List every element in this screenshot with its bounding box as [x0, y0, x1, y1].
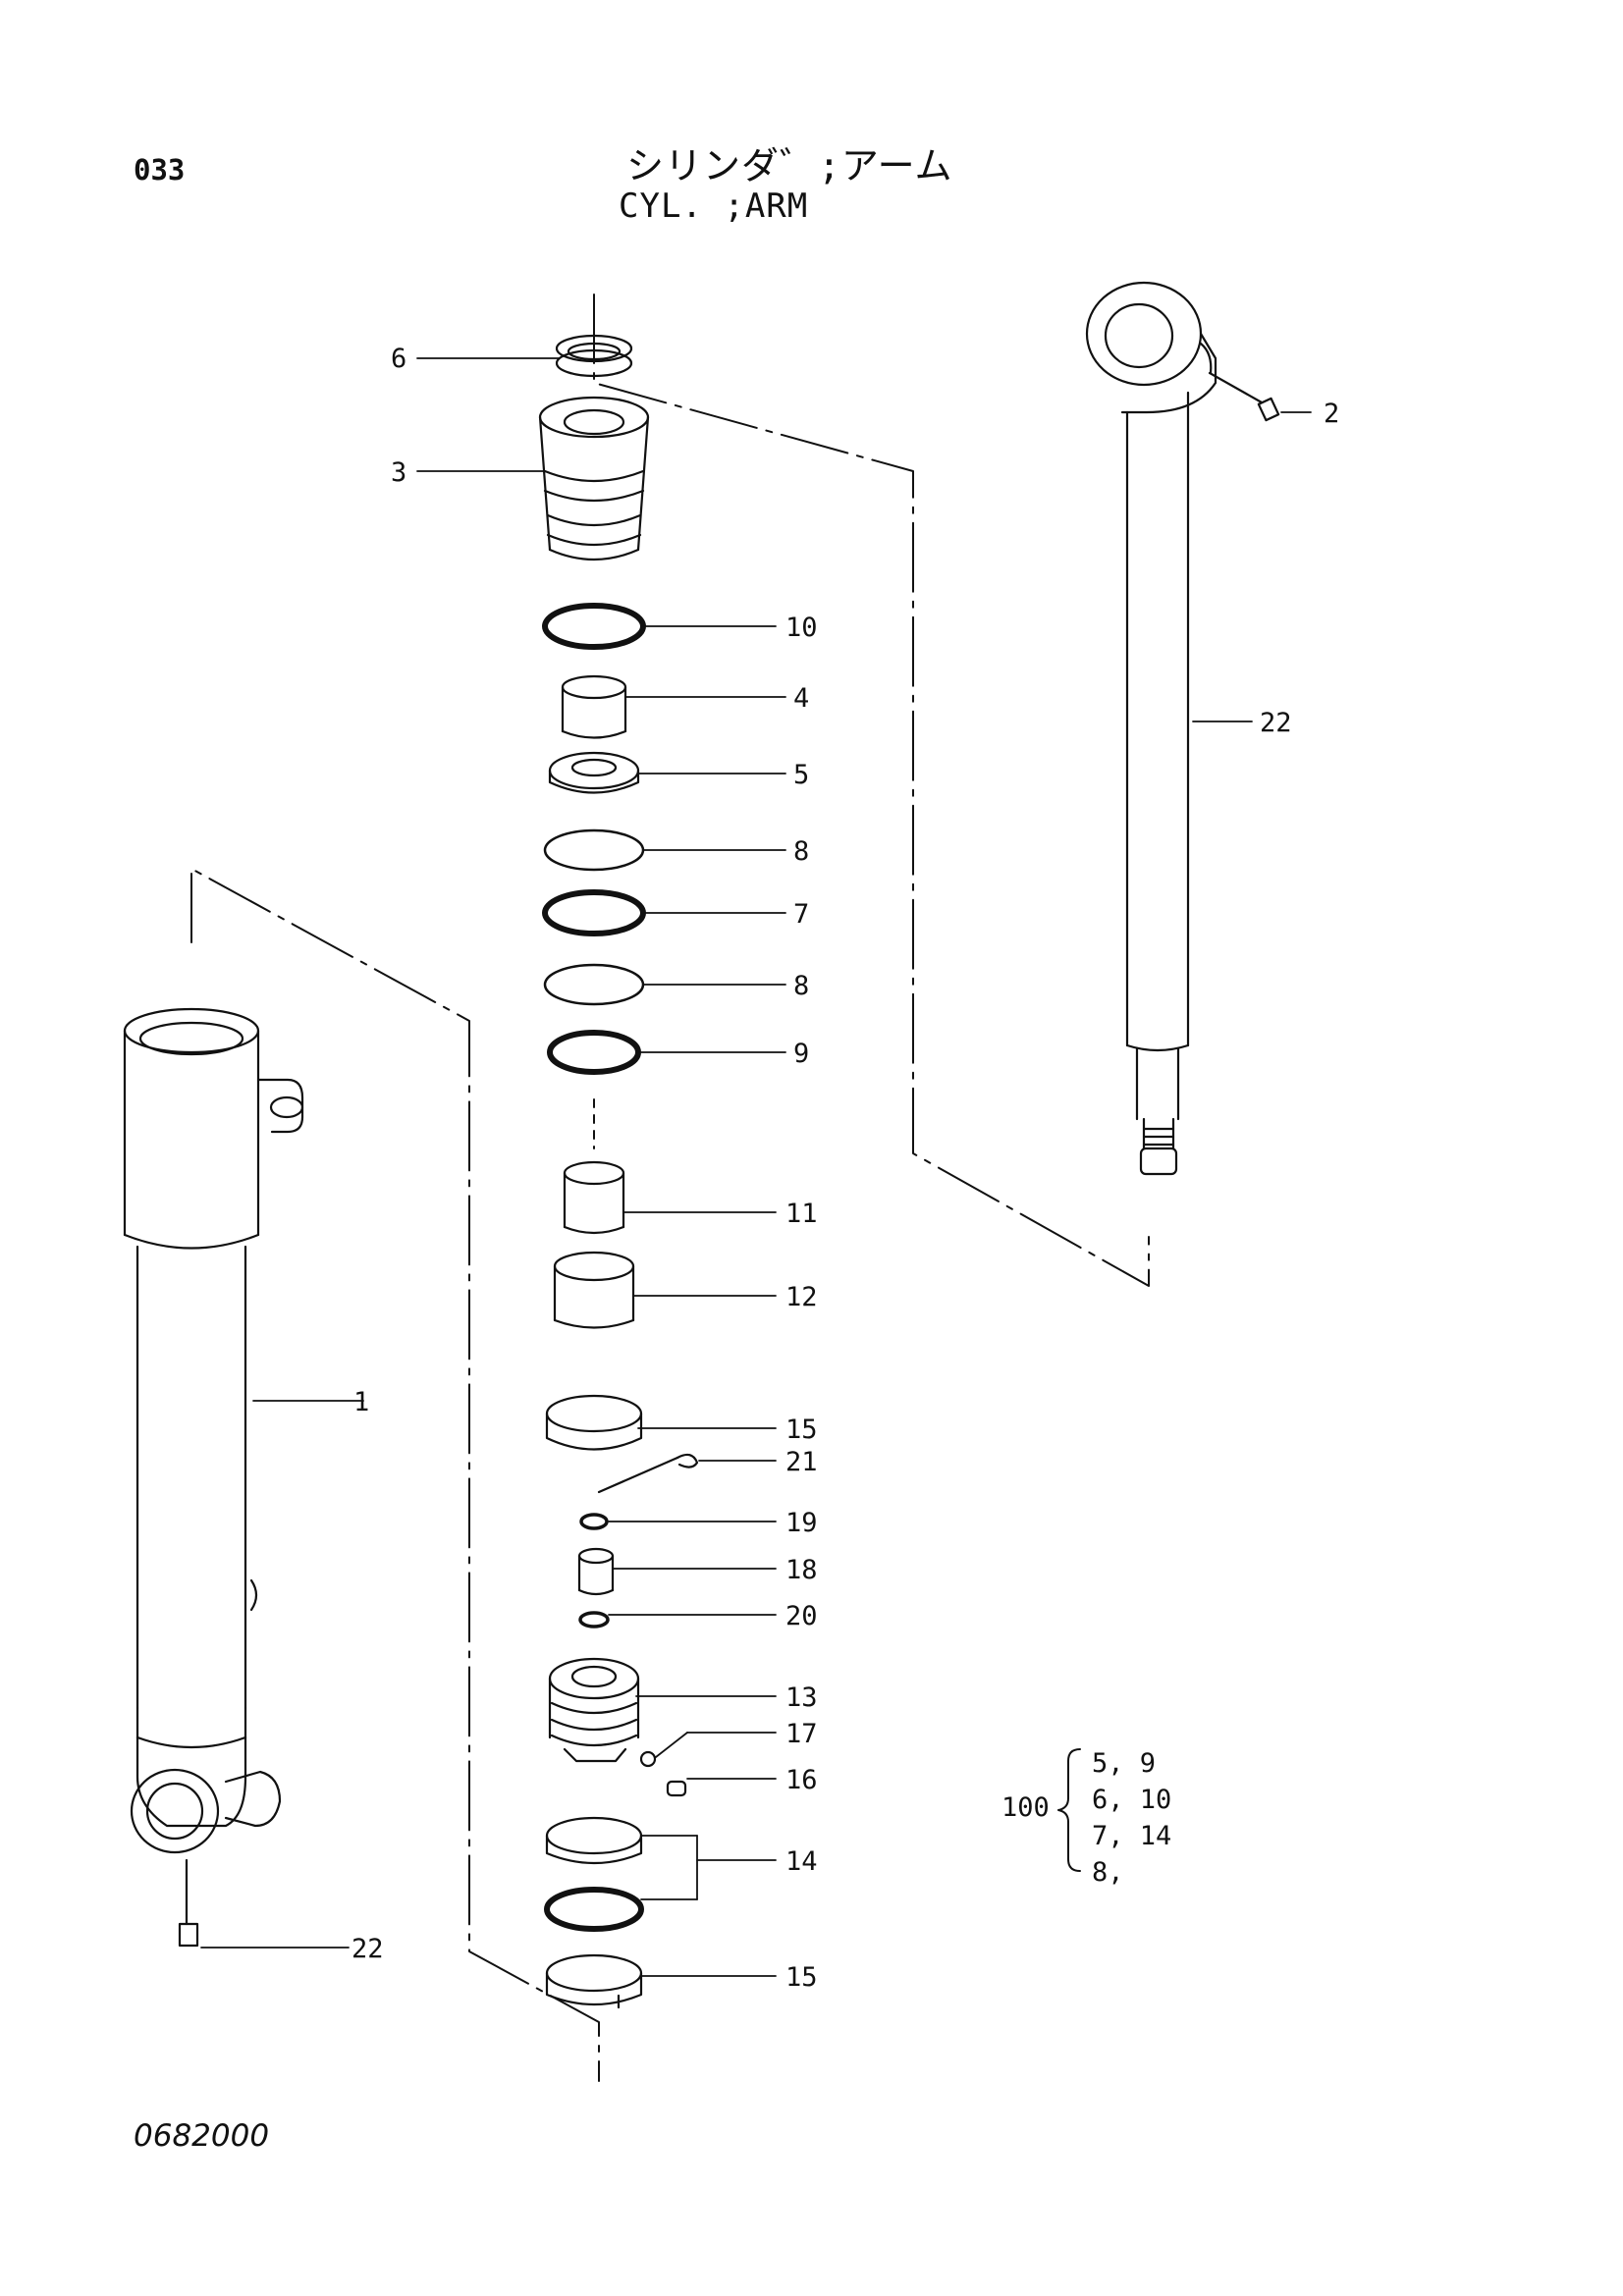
part-label: 17: [785, 1719, 818, 1749]
part-label: 16: [785, 1765, 818, 1795]
page-number: 033: [134, 153, 186, 187]
part-label: 11: [785, 1199, 818, 1229]
seal-kit-row: 8,: [1092, 1857, 1124, 1888]
seal-kit-row: 7, 14: [1092, 1821, 1172, 1851]
part-label: 15: [785, 1415, 818, 1445]
cylinder-tube-drawing: [123, 1007, 364, 1949]
part-label: 19: [785, 1508, 818, 1538]
tube-bracket-line: [190, 868, 600, 2082]
seal-kit-row: 5, 9: [1092, 1748, 1157, 1779]
seal-stack-drawing: [538, 334, 699, 2009]
part-label: 18: [785, 1555, 818, 1585]
piston-rod-drawing: [1085, 281, 1312, 1176]
part-label: 10: [785, 613, 818, 643]
part-label: 13: [785, 1682, 818, 1713]
diagram-title-english: CYL. ;ARM: [619, 187, 809, 226]
part-label: 15: [785, 1962, 818, 1993]
part-label: 8: [793, 971, 809, 1001]
seal-kit-brace: [1057, 1748, 1081, 1872]
part-label: 22: [1260, 708, 1292, 738]
part-label: 4: [793, 683, 809, 714]
part-label: 6: [391, 344, 406, 374]
part-label: 2: [1324, 399, 1339, 429]
part-label: 9: [793, 1039, 809, 1069]
part-label: 1: [353, 1387, 369, 1417]
part-label: 20: [785, 1601, 818, 1631]
seal-kit-row: 6, 10: [1092, 1785, 1172, 1815]
part-number-labels: 6 3 10 4 5 8 7 8 9 11 12 15 21 19 18 20 …: [352, 344, 1339, 1993]
document-code: 0682000: [134, 2118, 270, 2154]
part-label: 12: [785, 1282, 818, 1312]
leader-lines: [416, 357, 786, 1977]
part-label: 14: [785, 1846, 818, 1877]
seal-kit-quantity: 100: [1001, 1792, 1050, 1823]
diagram-title-japanese: シリンダ゛;アーム: [626, 144, 953, 187]
rod-bracket-line: [593, 294, 1150, 1287]
part-label: 22: [352, 1934, 384, 1964]
part-label: 7: [793, 899, 809, 930]
part-label: 5: [793, 760, 809, 790]
part-label: 3: [391, 457, 406, 488]
part-label: 21: [785, 1447, 818, 1477]
part-label: 8: [793, 836, 809, 867]
